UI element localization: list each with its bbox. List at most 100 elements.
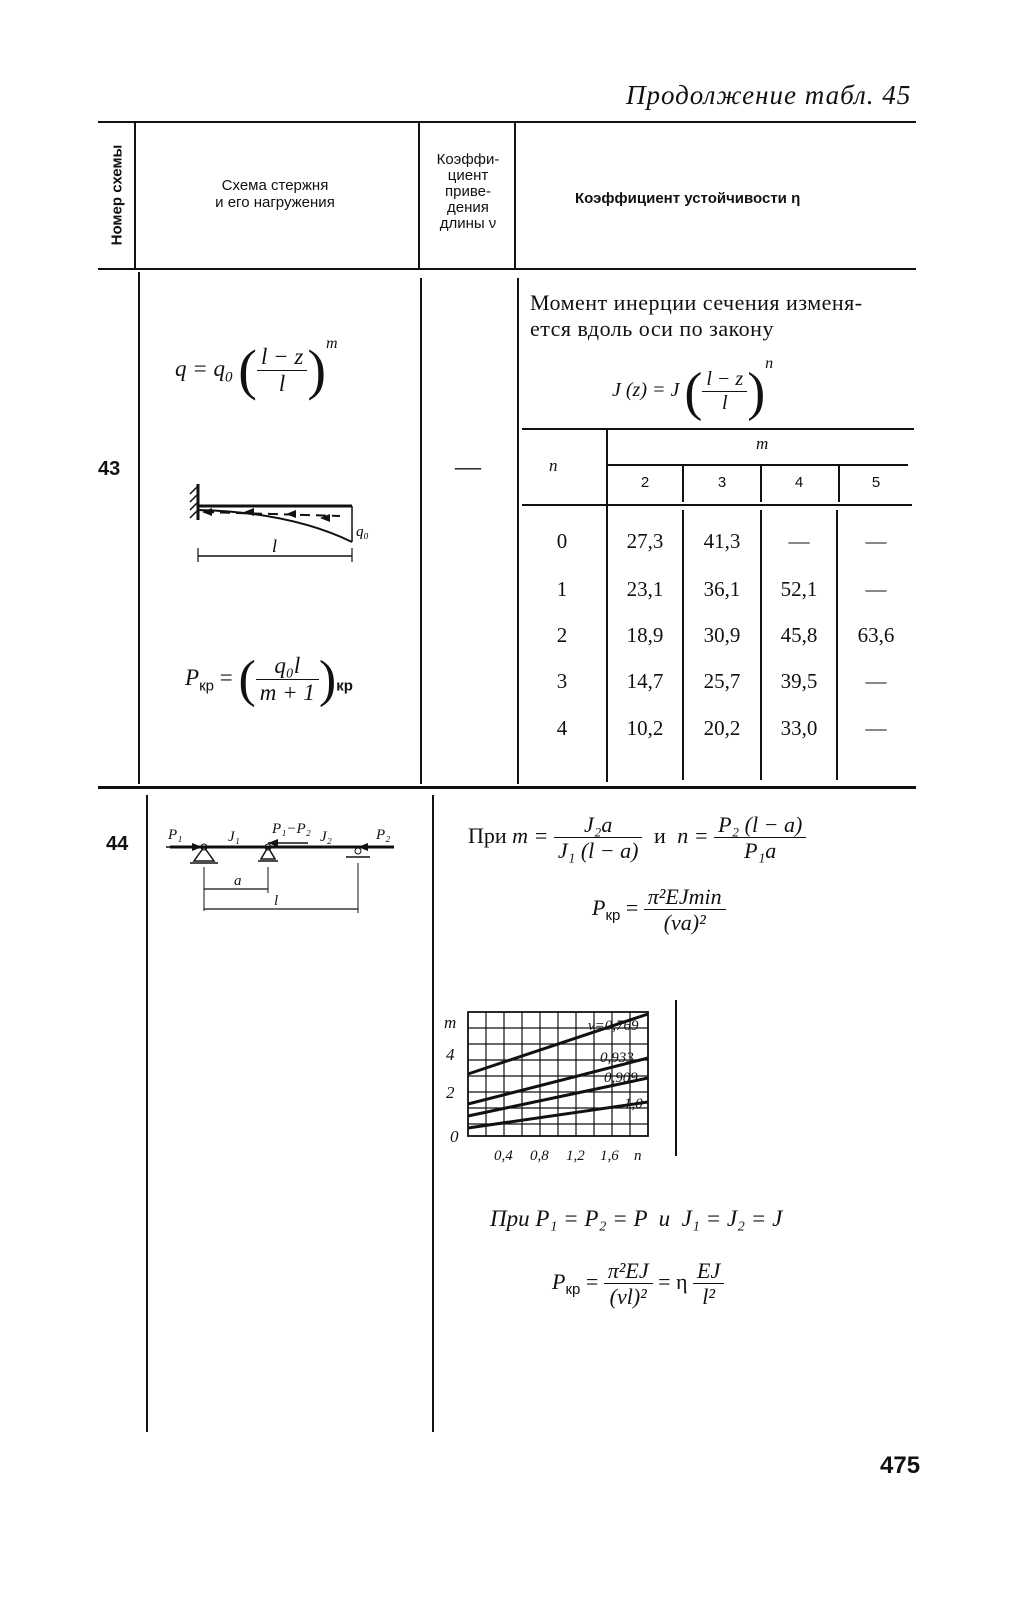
table-cell: 18,9 [626, 623, 664, 647]
j-formula-exp: n [765, 355, 774, 372]
pkr1-sub: кр [605, 907, 621, 925]
col-divider-1c [146, 795, 148, 1432]
n-value: 3 [556, 669, 568, 693]
header-scheme-line1: Схема стержня [221, 177, 329, 194]
chart-x-tick-0.8: 0,8 [530, 1148, 549, 1164]
chart-y-tick-0: 0 [450, 1127, 459, 1146]
table-cell: — [788, 529, 810, 553]
label-p-diff: P₁−P₂ [271, 821, 311, 837]
running-head: Продолжение табл. 45 [626, 80, 912, 110]
pkr2-lhs: P [552, 1268, 566, 1294]
cond1-and: и [653, 822, 666, 848]
table-cell: — [865, 577, 887, 601]
inner-m-header: m [756, 434, 769, 453]
j-formula-lhs: J (z) = J [612, 379, 680, 401]
row44-nomogram: m 4 2 0 0,4 0,8 1,2 1,6 n ν=0,769 0,933 … [444, 1000, 677, 1164]
label-j2: J₂ [320, 829, 332, 845]
table-top-rule [98, 121, 916, 123]
curve-label-0933: 0,933 [600, 1050, 634, 1066]
row43-number: 43 [98, 458, 121, 480]
header-length-line2: циент [447, 167, 489, 184]
table-cell: 23,1 [626, 577, 664, 601]
row43-intro-line1: Момент инерции сечения изменя- [530, 290, 863, 315]
table-cell: — [865, 716, 887, 740]
row43-intro: Момент инерции сечения изменя- ется вдол… [530, 290, 863, 342]
row43-intro-line2: ется вдоль оси по закону [530, 316, 774, 341]
inner-n-divider [606, 430, 608, 782]
inner-col-div-1 [682, 466, 684, 502]
m-value-3: 3 [717, 474, 727, 491]
table-cell: 36,1 [703, 577, 741, 601]
table-cell: 41,3 [703, 529, 741, 553]
inner-table-top-rule [522, 428, 914, 430]
chart-x-tick-1.2: 1,2 [566, 1148, 585, 1164]
cond1-pri: При [468, 822, 507, 848]
header-length-coefficient: Коэффи- циент приве- дения длины ν [422, 152, 514, 232]
inner-col-div-3b [836, 510, 838, 780]
chart-x-label: n [634, 1148, 642, 1164]
table-cell: — [865, 529, 887, 553]
pkr-tail: кр [336, 677, 353, 695]
load-formula-sub: 0 [225, 369, 233, 386]
inner-header-rule [522, 504, 912, 506]
table-cell: 20,2 [703, 716, 741, 740]
page-number: 475 [880, 1452, 921, 1479]
pkr-num: q₀l [255, 653, 319, 680]
load-formula-num: l − z [256, 344, 308, 372]
cond1-m-lhs: m = [512, 822, 549, 848]
table-cell: 25,7 [703, 669, 741, 693]
inner-col-div-3 [838, 466, 840, 502]
row43-length-label: l [272, 536, 277, 556]
header-length-line1: Коэффи- [436, 151, 500, 168]
curve-label-0909: 0,909 [604, 1070, 638, 1086]
n-value: 4 [556, 716, 568, 740]
row44-number: 44 [106, 833, 129, 855]
pkr1-lhs: P [592, 894, 606, 920]
n-value: 0 [556, 529, 568, 553]
pkr-lhs: P [185, 664, 200, 690]
col-divider-3b [517, 278, 519, 784]
table-cell: 30,9 [703, 623, 741, 647]
table-cell: 39,5 [780, 669, 818, 693]
header-scheme-line2: и его нагружения [215, 194, 335, 211]
col-divider-3 [514, 122, 516, 268]
j-formula-den: l [721, 391, 728, 414]
load-formula-lhs: q = q [175, 356, 226, 381]
col-divider-1 [134, 122, 136, 268]
pkr2-den1: (νl)² [609, 1284, 647, 1310]
col-divider-2c [432, 795, 434, 1432]
table-cell: 27,3 [626, 529, 664, 553]
n-value: 1 [556, 577, 568, 601]
header-bottom-rule [98, 268, 916, 270]
inner-col-div-2b [760, 510, 762, 780]
pkr-den: m + 1 [259, 680, 315, 705]
load-formula-exp: m [325, 335, 338, 352]
row44-pkr-formula-1: Pкр = π²EJmin(νa)² [592, 884, 726, 936]
pkr2-num1: π²EJ [603, 1258, 653, 1285]
label-l: l [274, 893, 278, 909]
m-value-5: 5 [871, 474, 881, 491]
row43-beam-diagram: l q₀ [189, 484, 369, 562]
table-cell: 10,2 [626, 716, 664, 740]
pkr2-eq: = [585, 1268, 599, 1294]
row44-beam-diagram: P₁ J₁ P₁−P₂ J₂ P₂ a l [166, 821, 394, 913]
table-cell: 14,7 [626, 669, 664, 693]
chart-y-tick-2: 2 [446, 1083, 455, 1102]
pkr-sub: кр [199, 677, 214, 695]
chart-y-tick-4: 4 [446, 1045, 455, 1064]
inner-col-div-1b [682, 510, 684, 780]
row44-condition-2: При P₁ = P₂ = P и J₁ = J₂ = J [490, 1206, 783, 1231]
m-value-4: 4 [794, 474, 804, 491]
label-p2: P₂ [375, 827, 390, 843]
row43-nu-dash: — [455, 452, 481, 481]
inner-n-header: n [549, 456, 558, 475]
header-stability-coefficient: Коэффициент устойчивости η [575, 190, 801, 207]
row43-bottom-rule [98, 786, 916, 789]
table-cell: — [865, 669, 887, 693]
m-value-2: 2 [640, 474, 650, 491]
pkr1-den: (νa)² [663, 910, 706, 936]
